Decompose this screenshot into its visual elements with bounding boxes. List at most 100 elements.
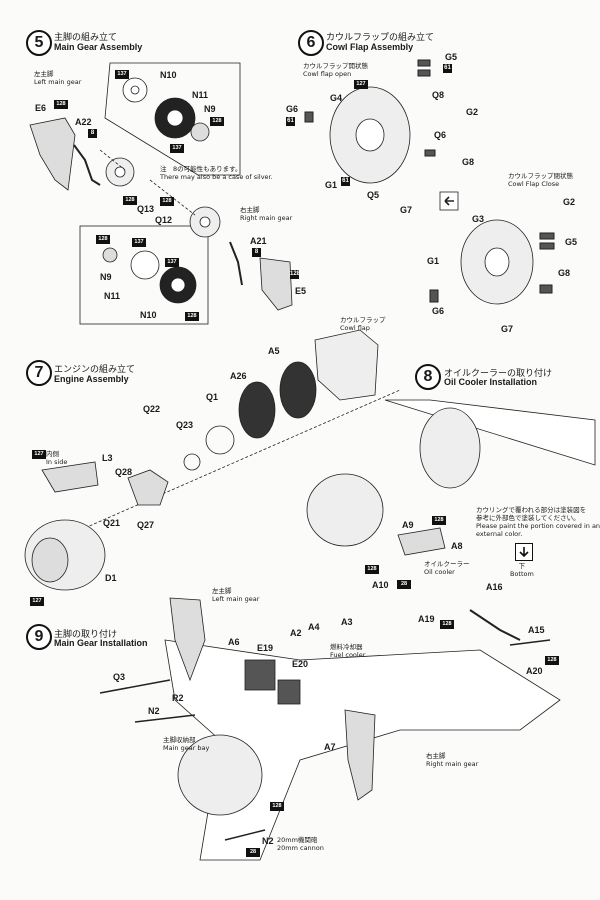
part-g8: G8 [462, 157, 475, 167]
part-e19 [244, 659, 276, 691]
step5-callout-frame-top [104, 62, 241, 176]
cylinder-bank-a5 [279, 361, 317, 419]
part-g2b: G2 [563, 197, 576, 207]
part-a15: A15 [528, 625, 545, 635]
part-n11b: N11 [104, 291, 121, 301]
part-a22: A22 [75, 117, 92, 127]
step-7-badge: 7 [26, 360, 52, 386]
part-n2: N2 [148, 706, 160, 716]
step-6-title-en: Cowl Flap Assembly [326, 42, 414, 52]
fuselage-front [384, 399, 596, 466]
part-n10: N10 [160, 70, 177, 80]
hub-top [190, 122, 210, 142]
step-7-title-en: Engine Assembly [54, 374, 129, 384]
part-q27: Q27 [137, 520, 155, 530]
part-g7: G7 [400, 205, 413, 215]
tag-137d: 137 [165, 258, 179, 267]
engine-detached [306, 473, 384, 547]
left-gear-strut [73, 144, 101, 186]
part-e19: E19 [257, 643, 274, 653]
step-5-badge: 5 [26, 30, 52, 56]
part-d1: D1 [105, 573, 117, 583]
part-a6: A6 [228, 637, 240, 647]
tag-128k: 128 [545, 656, 559, 665]
part-q13: Q13 [137, 204, 155, 214]
step-8-title-jp: オイルクーラーの取り付け [444, 369, 553, 379]
cowl-flap-ring [314, 329, 379, 401]
part-q12: Q12 [155, 215, 173, 225]
tag-61: 61 [443, 64, 452, 73]
right-gear-strut [229, 241, 243, 286]
main-gear-door-right [344, 709, 376, 801]
cowl-lip-l3 [41, 461, 99, 493]
tag-8: 8 [88, 129, 97, 138]
part-n10b: N10 [140, 310, 157, 320]
part-g1: G1 [325, 180, 338, 190]
hub-bottom-a [102, 247, 118, 263]
part-q1: Q1 [206, 392, 219, 402]
ignition-ring-q1 [205, 425, 235, 455]
part-a19: A19 [418, 614, 435, 624]
step-5-title-jp: 主脚の組み立て [54, 33, 118, 43]
step-9-title-jp: 主脚の取り付け [54, 630, 118, 640]
hub-bottom-b [130, 250, 160, 280]
part-g3: G3 [472, 214, 485, 224]
part-a7: A7 [324, 742, 336, 752]
tag-128h: 128 [432, 516, 446, 525]
step-6-title-jp: カウルフラップの組み立て [326, 33, 435, 43]
engine-step9 [177, 734, 263, 816]
part-q22: Q22 [143, 404, 161, 414]
part-a3: A3 [341, 617, 353, 627]
tag-137b: 137 [170, 144, 184, 153]
part-a26: A26 [230, 371, 247, 381]
part-n9: N9 [204, 104, 216, 114]
part-e20 [277, 679, 301, 705]
tag-128e: 128 [290, 270, 301, 279]
tag-128c: 128 [123, 196, 137, 205]
tag-128d: 128 [160, 197, 174, 206]
left-gear-door [29, 117, 76, 191]
part-q21: Q21 [103, 518, 121, 528]
tag-128b: 128 [210, 117, 224, 126]
tag-128: 128 [54, 100, 68, 109]
main-gear-door-left [169, 597, 206, 682]
part-q6: Q6 [434, 130, 447, 140]
tag-128i: 128 [365, 565, 379, 574]
oil-cooler-a8 [397, 527, 446, 556]
part-g6b: G6 [432, 306, 445, 316]
part-n11: N11 [192, 90, 209, 100]
part-a4: A4 [308, 622, 320, 632]
part-q5: Q5 [367, 190, 380, 200]
engine-accessory [127, 469, 169, 506]
part-q23: Q23 [176, 420, 194, 430]
part-q28: Q28 [115, 467, 133, 477]
part-a5: A5 [268, 346, 280, 356]
part-e5: E5 [295, 286, 307, 296]
gear-ring-q23 [183, 453, 201, 471]
part-e6: E6 [35, 103, 47, 113]
part-n9b: N9 [100, 272, 112, 282]
step-8-badge: 8 [415, 364, 441, 390]
tire-top-a [122, 77, 148, 103]
part-g5b: G5 [565, 237, 578, 247]
right-gear-door [259, 257, 293, 311]
part-g5: G5 [445, 52, 458, 62]
step-7-title-jp: エンジンの組み立て [54, 365, 136, 375]
part-a21: A21 [250, 236, 267, 246]
part-a2: A2 [290, 628, 302, 638]
engine-cowl-step8 [419, 407, 481, 489]
part-l3: L3 [102, 453, 113, 463]
tag-28b: 28 [246, 848, 260, 857]
part-g8b: G8 [558, 268, 571, 278]
tag-128f: 128 [96, 235, 110, 244]
tag-128g: 128 [185, 312, 199, 321]
part-q8: Q8 [432, 90, 445, 100]
